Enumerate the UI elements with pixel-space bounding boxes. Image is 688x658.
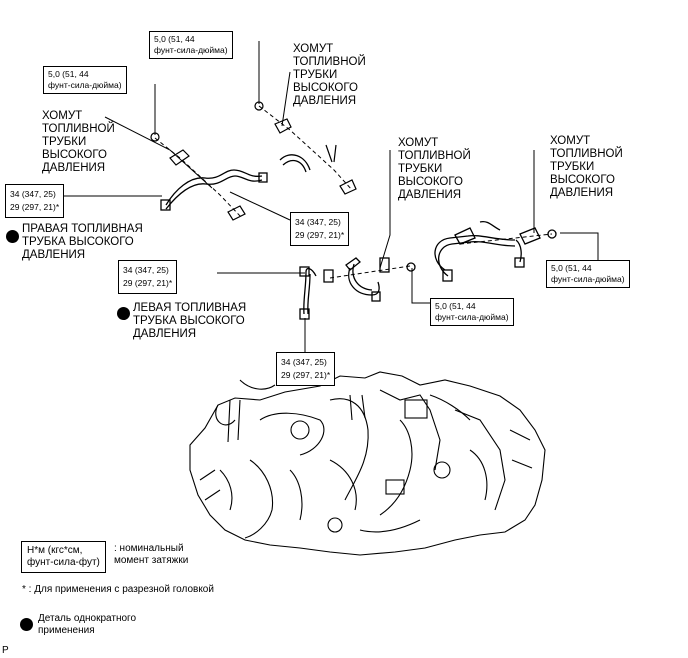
right-pipe-label: ПРАВАЯ ТОПЛИВНАЯ ТРУБКА ВЫСОКОГО ДАВЛЕНИ…	[22, 223, 143, 261]
torque-box: 5,0 (51, 44 фунт-сила-дюйма)	[546, 260, 630, 288]
clamp-label: ХОМУТ ТОПЛИВНОЙ ТРУБКИ ВЫСОКОГО ДАВЛЕНИЯ	[42, 110, 115, 174]
left-pipe-label: ЛЕВАЯ ТОПЛИВНАЯ ТРУБКА ВЫСОКОГО ДАВЛЕНИЯ	[133, 302, 247, 340]
leader-line	[379, 150, 391, 269]
torque-box: 5,0 (51, 44 фунт-сила-дюйма)	[149, 31, 233, 59]
right-fuel-pipe	[160, 154, 311, 211]
clamp-label: ХОМУТ ТОПЛИВНОЙ ТРУБКИ ВЫСОКОГО ДАВЛЕНИЯ	[293, 43, 366, 107]
leader-line	[411, 268, 432, 304]
legend-unit-line: Н*м (кгс*см,	[27, 545, 83, 556]
legend-unit-description: : номинальный момент затяжки	[114, 543, 188, 567]
leader-line	[560, 232, 599, 260]
legend-part-description: Деталь однократного применения	[38, 613, 136, 637]
torque-value: 5,0 (51, 44	[48, 69, 89, 79]
torque-value: 5,0 (51, 44	[435, 301, 476, 311]
torque-value: 29 (297, 21)*	[123, 278, 173, 288]
torque-value: 29 (297, 21)*	[10, 202, 60, 212]
torque-value: 29 (297, 21)*	[295, 230, 345, 240]
torque-unit: фунт-сила-дюйма)	[551, 274, 625, 284]
leader-line	[281, 71, 291, 127]
torque-unit-legend-box: Н*м (кгс*см, фунт-сила-фут)	[21, 541, 106, 573]
torque-unit: фунт-сила-дюйма)	[48, 80, 122, 90]
clamp-label: ХОМУТ ТОПЛИВНОЙ ТРУБКИ ВЫСОКОГО ДАВЛЕНИЯ	[398, 137, 471, 201]
single-use-part-icon	[6, 230, 19, 243]
legend-unit-line: фунт-сила-фут)	[27, 557, 100, 568]
torque-value: 5,0 (51, 44	[551, 263, 592, 273]
left-fuel-pipe	[299, 257, 416, 320]
clamp-shape	[150, 101, 357, 221]
corner-letter: P	[2, 645, 9, 656]
torque-box: 34 (347, 25) 29 (297, 21)*	[276, 352, 336, 386]
assembly-line	[258, 105, 353, 191]
clamp-label: ХОМУТ ТОПЛИВНОЙ ТРУБКИ ВЫСОКОГО ДАВЛЕНИЯ	[550, 135, 623, 199]
legend-note: * : Для применения с разрезной головкой	[22, 584, 214, 595]
torque-box: 34 (347, 25) 29 (297, 21)*	[118, 260, 178, 294]
assembly-line	[329, 265, 411, 279]
legend-part-line: применения	[38, 625, 95, 636]
legend-desc-line: : номинальный	[114, 543, 184, 554]
assembly-line	[154, 137, 243, 219]
engine-illustration	[189, 371, 546, 556]
torque-value: 34 (347, 25)	[281, 357, 327, 367]
torque-box: 5,0 (51, 44 фунт-сила-дюйма)	[430, 298, 514, 326]
torque-value: 34 (347, 25)	[123, 265, 169, 275]
single-use-part-icon	[117, 307, 130, 320]
torque-unit: фунт-сила-дюйма)	[435, 312, 509, 322]
torque-value: 34 (347, 25)	[10, 189, 56, 199]
torque-value: 34 (347, 25)	[295, 217, 341, 227]
single-use-part-icon	[20, 618, 33, 631]
leader-line	[229, 191, 291, 221]
right-assembly	[434, 220, 557, 282]
torque-box: 5,0 (51, 44 фунт-сила-дюйма)	[43, 66, 127, 94]
legend-part-line: Деталь однократного	[38, 613, 137, 624]
torque-box: 34 (347, 25) 29 (297, 21)*	[290, 212, 350, 246]
torque-value: 29 (297, 21)*	[281, 370, 331, 380]
legend-desc-line: момент затяжки	[114, 555, 189, 566]
leader-line	[104, 116, 213, 189]
torque-value: 5,0 (51, 44	[154, 34, 195, 44]
torque-box: 34 (347, 25) 29 (297, 21)*	[5, 184, 65, 218]
torque-unit: фунт-сила-дюйма)	[154, 45, 228, 55]
